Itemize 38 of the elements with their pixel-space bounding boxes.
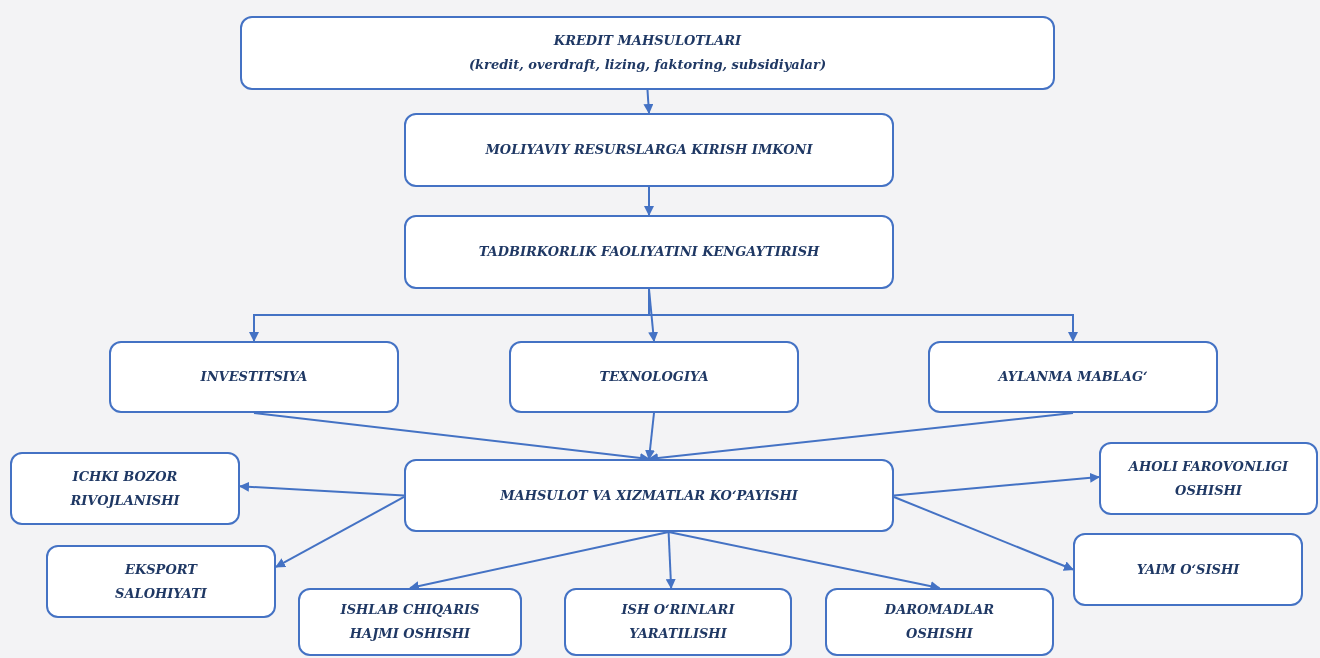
box-text: MOLIYAVIY RESURSLARGA KIRISH IMKONI [485,141,813,159]
process-box [825,588,1054,656]
box-text: YAIM O‘SISHI [1136,560,1240,579]
process-box [404,113,894,187]
arrow [239,481,405,497]
arrow [645,412,655,460]
process-box [404,459,894,532]
process-box [109,341,399,413]
box-text: ISHLAB CHIQARIS HAJMI OSHISHI [339,601,481,643]
process-box [298,588,522,656]
box-text: EKSPORT SALOHIYATI [114,560,208,603]
process-box [46,545,276,618]
arrow [665,531,676,589]
arrow [893,472,1100,497]
process-box [928,341,1218,413]
arrow [643,89,654,114]
arrow [275,495,405,568]
box-text: KREDIT MAHSULOTLARI [553,32,742,50]
process-box [509,341,799,413]
box-text: DAROMADLAR OSHISHI [883,601,996,643]
box-text: (kredit, overdraft, lizing, faktoring, subsidiyalar) [468,56,827,74]
box-text: ISH O‘RINLARI YARATILISHI [620,601,736,643]
arrow [409,531,670,591]
process-box [564,588,792,656]
box-text: AHOLI FAROVONLIGI OSHISHI [1127,457,1290,500]
process-box [10,452,240,525]
box-text: TEXNOLOGIYA [599,368,709,386]
box-text: AYLANMA MABLAG‘ [998,368,1148,386]
arrow [893,495,1074,571]
process-box [1099,442,1318,515]
box-text: INVESTITSIYA [200,368,308,386]
process-box [404,215,894,289]
process-box [1073,533,1303,606]
box-text: TADBIRKORLIK FAOLIYATINI KENGAYTIRISH [478,243,820,261]
box-text: ICHKI BOZOR RIVOJLANISHI [69,467,181,510]
process-box [240,16,1055,90]
arrow [644,186,654,216]
box-text: MAHSULOT VA XIZMATLAR KO‘PAYISHI [500,486,798,505]
